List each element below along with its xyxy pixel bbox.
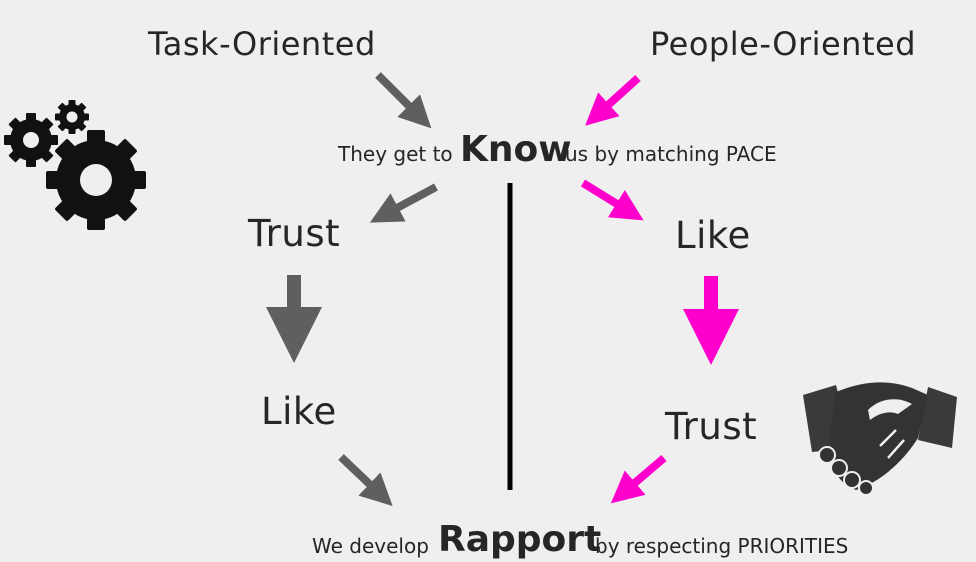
task-arrow-to-rapport	[338, 454, 393, 507]
know-line-prefix: They get to	[338, 142, 453, 166]
know-line-suffix: us by matching PACE	[565, 142, 777, 166]
gears-icon	[4, 100, 146, 230]
people-stage-trust: Trust	[665, 405, 758, 448]
people-stage-like: Like	[675, 214, 751, 257]
rapport-line-suffix: by respecting PRIORITIES	[595, 534, 849, 558]
know-keyword: Know	[460, 129, 572, 170]
rapport-keyword: Rapport	[438, 519, 602, 560]
people-arrow-to-rapport	[610, 454, 667, 504]
task-stage-trust: Trust	[248, 212, 341, 255]
people-arrow-to-like	[580, 179, 644, 221]
people-oriented-heading: People-Oriented	[650, 25, 916, 63]
task-oriented-heading: Task-Oriented	[148, 25, 376, 63]
task-stage-like: Like	[261, 390, 337, 433]
handshake-icon	[803, 382, 957, 496]
task-arrow-to-know	[375, 72, 432, 129]
rapport-line-prefix: We develop	[312, 534, 429, 558]
people-arrow-to-know	[585, 75, 641, 126]
task-arrow-to-trust	[369, 183, 438, 223]
